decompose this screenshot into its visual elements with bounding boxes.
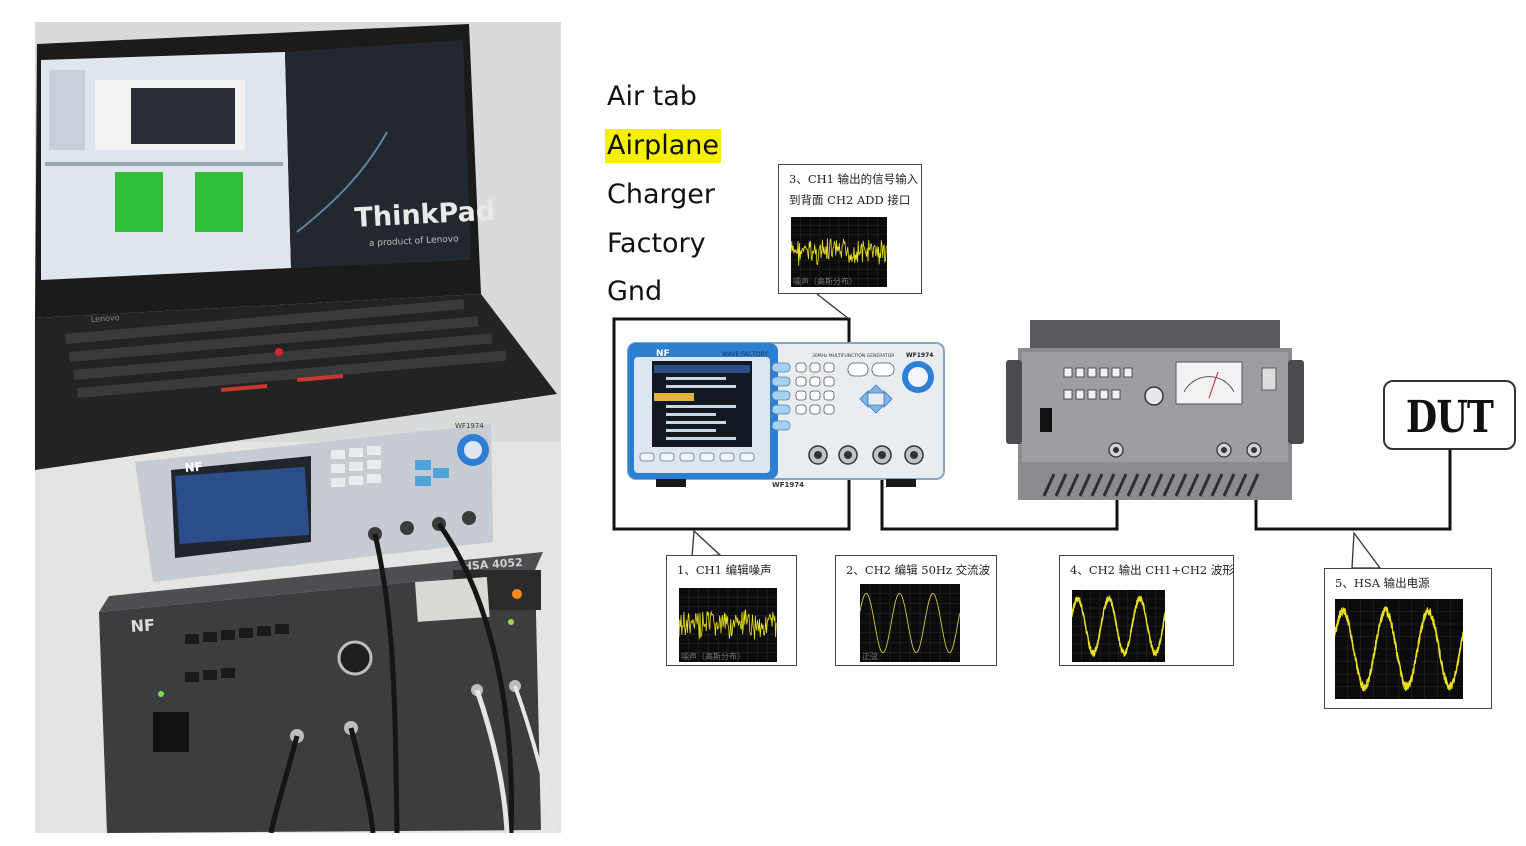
power-amplifier (1004, 320, 1306, 506)
sum-trace (1072, 590, 1165, 662)
pointer-step1 (691, 529, 722, 558)
generator-photo-model: WF1974 (455, 422, 484, 430)
noise-waveform (679, 609, 777, 640)
callout-step1: 1、CH1 编辑噪声 噪声（高斯分布） (666, 555, 797, 666)
callout-step1-line1: 1、CH1 编辑噪声 (677, 563, 772, 577)
scope-step3-noise: 噪声（高斯分布） (791, 217, 887, 287)
callout-step5: 5、HSA 输出电源 (1324, 568, 1492, 709)
callout-step2-footer: 正弦 (862, 652, 878, 661)
lab-photo-illustration: ThinkPad a product of Lenovo Lenovo NF W… (35, 22, 561, 833)
function-generator: NF WAVE FACTORY 30MHz MULTIFUNCTION GENE… (626, 341, 946, 491)
amplifier-photo-model: HSA 4052 (462, 556, 523, 573)
callout-step3-line2: 到背面 CH2 ADD 接口 (789, 193, 911, 207)
callout-step5-line1: 5、HSA 输出电源 (1335, 576, 1430, 590)
callout-step4-line1: 4、CH2 输出 CH1+CH2 波形 (1070, 563, 1234, 577)
sine-waveform (1072, 594, 1165, 656)
generator-front-model-text: WF1974 (772, 481, 804, 489)
sine-waveform (1335, 606, 1463, 692)
noise-trace (791, 217, 887, 287)
list-item-factory: Factory (607, 228, 706, 259)
callout-step3-line1: 3、CH1 输出的信号输入 (789, 172, 919, 186)
list-item-gnd: Gnd (607, 276, 663, 307)
noise-waveform (791, 238, 887, 266)
callout-step2: 2、CH2 编辑 50Hz 交流波 正弦 (835, 555, 997, 666)
lab-setup-photo: ThinkPad a product of Lenovo Lenovo NF W… (35, 22, 561, 833)
callout-step2-line1: 2、CH2 编辑 50Hz 交流波 (846, 563, 991, 577)
callout-step3-footer: 噪声（高斯分布） (793, 277, 857, 286)
wire-ch1-to-ch2-add (612, 317, 851, 531)
generator-series-text: WAVE FACTORY (722, 351, 768, 358)
callout-step1-footer: 噪声（高斯分布） (681, 652, 745, 661)
laptop-brand-text: ThinkPad (354, 196, 496, 234)
dut-label: DUT (1405, 392, 1494, 443)
list-item-airplane: Airplane (605, 129, 721, 163)
sine-trace (860, 584, 960, 662)
scope-step1-noise: 噪声（高斯分布） (679, 588, 777, 662)
generator-title-text: 30MHz MULTIFUNCTION GENERATOR (812, 353, 894, 359)
amplifier-photo-brand: NF (130, 615, 156, 636)
dut-box: DUT (1383, 380, 1516, 450)
list-item-air-tab: Air tab (607, 81, 697, 112)
pointer-step3 (816, 293, 850, 320)
keyboard-brand-text: Lenovo (91, 313, 120, 324)
callout-step4: 4、CH2 输出 CH1+CH2 波形 (1059, 555, 1234, 666)
list-item-charger: Charger (607, 179, 715, 210)
pointer-step5 (1351, 531, 1382, 569)
generator-photo-brand: NF (184, 459, 203, 475)
sine-waveform (860, 592, 960, 654)
scope-step4-sum (1072, 590, 1165, 662)
noise-trace (679, 588, 777, 662)
scope-step5-output (1335, 599, 1463, 699)
generator-brand-text: NF (656, 349, 670, 359)
laptop-tagline-text: a product of Lenovo (369, 234, 460, 249)
scope-step2-sine: 正弦 (860, 584, 960, 662)
callout-step3: 3、CH1 输出的信号输入 到背面 CH2 ADD 接口 噪声（高斯分布） (778, 164, 922, 294)
generator-model-text: WF1974 (906, 352, 933, 359)
output-trace (1335, 599, 1463, 699)
